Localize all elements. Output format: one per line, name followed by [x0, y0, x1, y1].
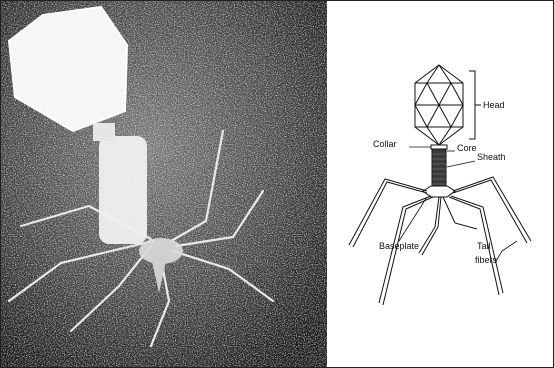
label-baseplate: Baseplate	[379, 241, 419, 251]
label-core: Core	[457, 143, 477, 153]
micrograph-svg	[1, 1, 327, 367]
phage-diagram: Head Collar Core Sheath Baseplate Tail f…	[327, 1, 553, 367]
micrograph-neck	[93, 123, 115, 141]
micrograph-tail-sheath	[99, 136, 147, 244]
label-sheath: Sheath	[477, 152, 506, 162]
label-tail: Tail	[477, 241, 491, 251]
diagram-baseplate	[423, 186, 455, 197]
diagram-sheath	[432, 149, 446, 187]
label-head: Head	[483, 100, 505, 110]
head-bracket	[469, 71, 475, 139]
diagram-collar	[431, 145, 447, 149]
diagram-svg: Head Collar Core Sheath Baseplate Tail f…	[327, 1, 553, 367]
label-collar: Collar	[373, 139, 397, 149]
diagram-head	[415, 65, 463, 145]
label-fibers: fibers	[475, 255, 498, 265]
micrograph-photo	[1, 1, 327, 367]
